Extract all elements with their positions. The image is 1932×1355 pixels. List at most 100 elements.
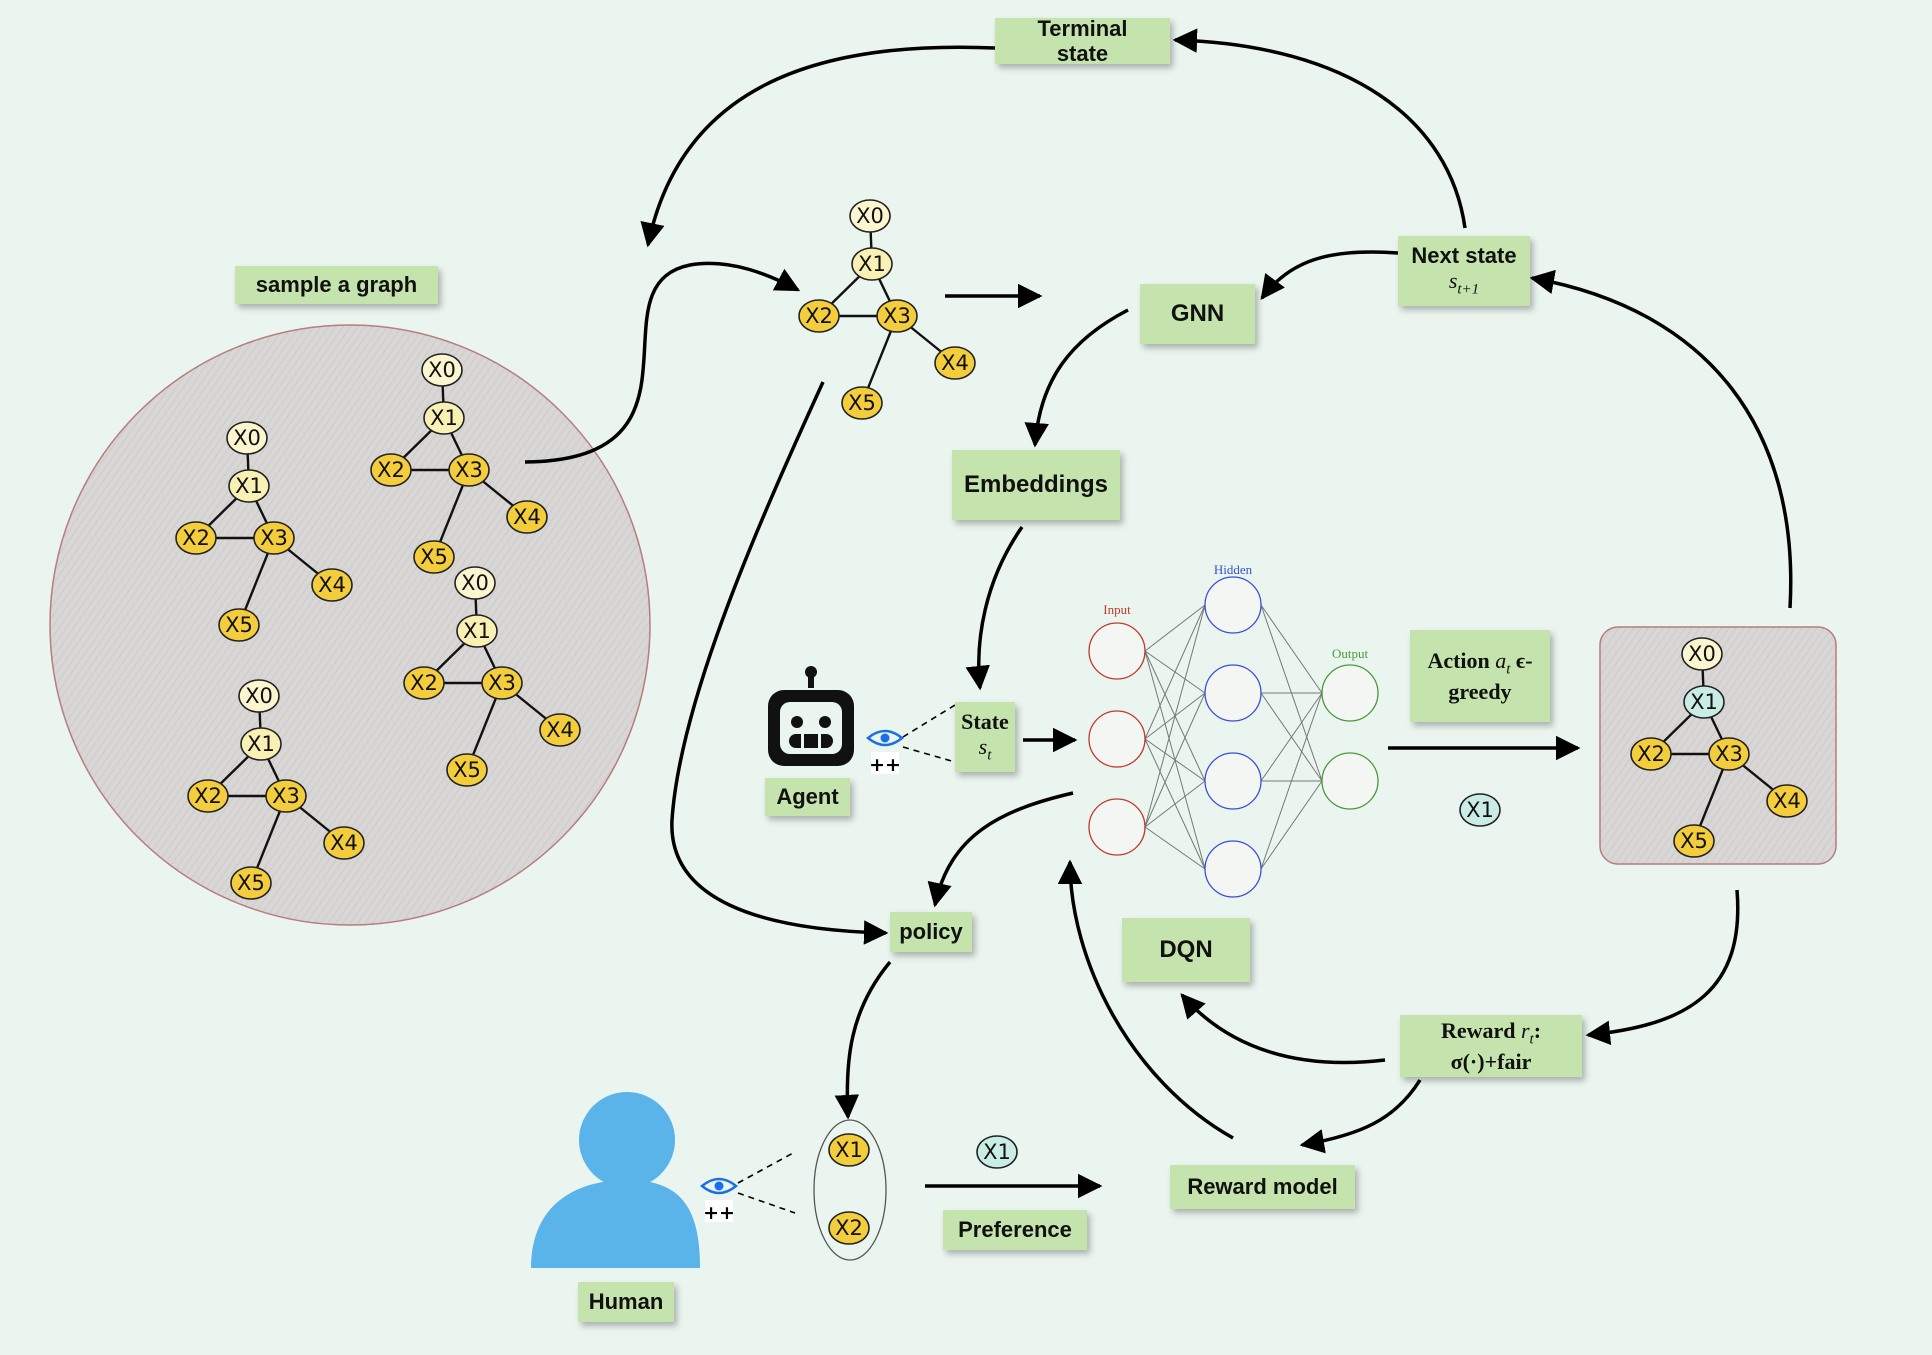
human-label: Human — [578, 1282, 674, 1322]
human-plusplus: ++ — [703, 1202, 735, 1224]
svg-text:X4: X4 — [318, 573, 346, 597]
arrow-graph-to-policy — [670, 381, 889, 945]
graph-node-x5: X5 — [1673, 824, 1715, 858]
svg-text:X4: X4 — [546, 718, 574, 742]
svg-text:X5: X5 — [848, 391, 876, 415]
graph-node-x2: X2 — [370, 453, 412, 487]
svg-text:X3: X3 — [883, 304, 911, 328]
svg-text:X1: X1 — [247, 732, 275, 756]
svg-text:X2: X2 — [835, 1216, 863, 1240]
graph-node-x2: X2 — [798, 299, 840, 333]
arrow-result-to-nextstate — [1529, 269, 1793, 609]
input-neuron — [1088, 622, 1146, 680]
human-observe-line-bottom — [737, 1192, 796, 1214]
svg-text:X0: X0 — [856, 204, 884, 228]
svg-text:X2: X2 — [410, 671, 438, 695]
graph-node-x3: X3 — [448, 453, 490, 487]
graph-node-x5: X5 — [446, 753, 488, 787]
hidden-neuron — [1204, 752, 1262, 810]
terminal-state-label: Terminal state — [995, 16, 1170, 66]
preference-label: Preference — [943, 1210, 1087, 1250]
arrow-nn-to-policy — [927, 791, 1074, 908]
output-neuron — [1321, 752, 1379, 810]
graph-node-x0: X0 — [454, 566, 496, 600]
svg-text:X5: X5 — [225, 613, 253, 637]
svg-text:X4: X4 — [330, 831, 358, 855]
graph-node-x2: X2 — [403, 666, 445, 700]
human-icon — [531, 1092, 700, 1268]
svg-text:X3: X3 — [260, 526, 288, 550]
graph-node-x4: X4 — [1766, 784, 1808, 818]
input-layer-label: Input — [1103, 602, 1131, 617]
graph-node-x4: X4 — [539, 713, 581, 747]
graph-node-x0: X0 — [238, 679, 280, 713]
arrow-result-to-reward — [1585, 889, 1740, 1046]
preferred-node: X1 — [976, 1135, 1018, 1169]
graph-node-x0: X0 — [1681, 637, 1723, 671]
arrow-reward-to-dqn — [1180, 993, 1386, 1065]
svg-text:X5: X5 — [237, 871, 265, 895]
svg-text:X0: X0 — [461, 571, 489, 595]
hidden-layer-label: Hidden — [1214, 562, 1253, 577]
svg-text:X0: X0 — [233, 426, 261, 450]
svg-text:X1: X1 — [983, 1140, 1011, 1164]
svg-text:X1: X1 — [835, 1138, 863, 1162]
graph-node-x1: X1 — [240, 727, 282, 761]
svg-text:X4: X4 — [1773, 789, 1801, 813]
graph-node-x1: X1 — [1683, 685, 1725, 719]
graph-node-x3: X3 — [253, 521, 295, 555]
preference-node-b: X2 — [828, 1211, 870, 1245]
human-eye-icon — [700, 1177, 738, 1195]
arrow-gnn-to-embeddings — [1024, 308, 1129, 448]
graph-node-x2: X2 — [175, 521, 217, 555]
arrow-rewardmodel-to-nn — [1057, 859, 1234, 1140]
svg-text:X5: X5 — [453, 758, 481, 782]
preference-pair-oval — [813, 1119, 887, 1261]
preference-node-a: X1 — [828, 1133, 870, 1167]
svg-text:X0: X0 — [1688, 642, 1716, 666]
agent-observe-line-top — [902, 704, 956, 738]
svg-text:X2: X2 — [182, 526, 210, 550]
svg-text:X5: X5 — [420, 545, 448, 569]
graph-sample-pool — [49, 324, 651, 926]
graph-node-x0: X0 — [226, 421, 268, 455]
input-neuron — [1088, 798, 1146, 856]
svg-text:X2: X2 — [1637, 742, 1665, 766]
selected-action-node: X1 — [1459, 793, 1501, 827]
graph-node-x1: X1 — [456, 614, 498, 648]
svg-text:X3: X3 — [455, 458, 483, 482]
gnn-label: GNN — [1140, 284, 1255, 344]
svg-text:X3: X3 — [1715, 742, 1743, 766]
graph-node-x5: X5 — [413, 540, 455, 574]
arrow-reward-to-rewardmodel — [1299, 1079, 1422, 1154]
graph-node-x2: X2 — [187, 779, 229, 813]
hidden-neuron — [1204, 576, 1262, 634]
reward-model-label: Reward model — [1170, 1165, 1355, 1209]
svg-text:X1: X1 — [463, 619, 491, 643]
hidden-neuron — [1204, 664, 1262, 722]
svg-text:X4: X4 — [513, 505, 541, 529]
arrow-policy-to-pair — [834, 960, 892, 1120]
graph-node-x3: X3 — [481, 666, 523, 700]
agent-plusplus: ++ — [869, 754, 901, 776]
action-label: Action at ϵ-greedy — [1410, 630, 1550, 722]
svg-text:X1: X1 — [1690, 690, 1718, 714]
agent-eye-icon — [866, 729, 904, 747]
graph-node-x5: X5 — [218, 608, 260, 642]
graph-node-x0: X0 — [421, 353, 463, 387]
graph-node-x1: X1 — [228, 469, 270, 503]
svg-text:X1: X1 — [430, 406, 458, 430]
human-observe-line-top — [737, 1151, 796, 1184]
graph-node-x4: X4 — [934, 346, 976, 380]
svg-text:X1: X1 — [1466, 798, 1494, 822]
svg-text:X1: X1 — [235, 474, 263, 498]
svg-text:X4: X4 — [941, 351, 969, 375]
svg-text:X2: X2 — [805, 304, 833, 328]
policy-label: policy — [890, 912, 972, 952]
